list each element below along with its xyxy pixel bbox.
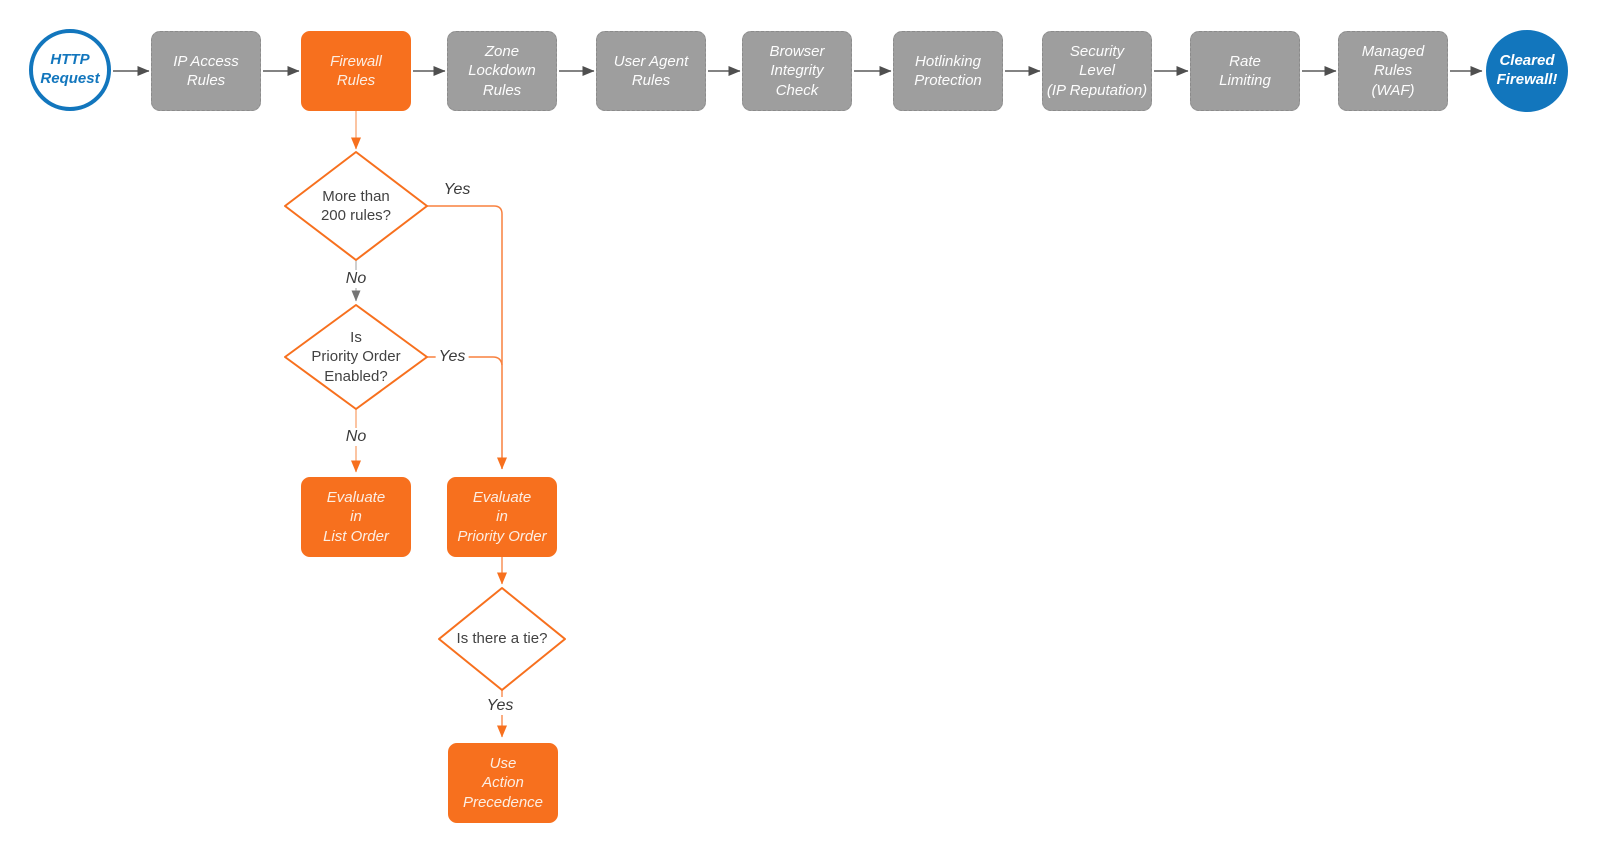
node-ip-access-rules: IP Access Rules	[151, 31, 261, 111]
node-rate-limiting: Rate Limiting	[1190, 31, 1300, 111]
node-http-request-label: HTTP Request	[40, 51, 100, 87]
node-user-agent-rules: User Agent Rules	[596, 31, 706, 111]
node-ip-access-rules-label: IP Access Rules	[173, 52, 239, 90]
connector-priority-order-yes	[427, 356, 503, 366]
node-zone-lockdown-rules-label: Zone Lockdown Rules	[468, 42, 536, 99]
node-evaluate-in-list-order-label: Evaluate in List Order	[323, 488, 389, 545]
decision-more-than-200-rules-label: More than 200 rules?	[320, 187, 392, 225]
decision-priority-order-enabled-shape	[284, 304, 428, 410]
edge-label-yes-rules-count: Yes	[440, 181, 474, 199]
edge-label-yes-tie: Yes	[483, 697, 517, 715]
decision-more-than-200-rules-shape	[284, 151, 428, 261]
node-zone-lockdown-rules: Zone Lockdown Rules	[447, 31, 557, 111]
node-hotlinking-protection: Hotlinking Protection	[893, 31, 1003, 111]
node-cleared-firewall-label: Cleared Firewall!	[1496, 52, 1558, 88]
node-managed-rules-waf-label: Managed Rules (WAF)	[1361, 42, 1425, 99]
node-evaluate-in-list-order: Evaluate in List Order	[301, 477, 411, 557]
node-security-level: Security Level (IP Reputation)	[1042, 31, 1152, 111]
node-evaluate-in-priority-order: Evaluate in Priority Order	[447, 477, 557, 557]
connector-rules-count-yes	[427, 205, 507, 470]
node-user-agent-rules-label: User Agent Rules	[613, 52, 689, 90]
edge-label-no-rules-count: No	[342, 270, 370, 288]
decision-priority-order-enabled-label: Is Priority Order Enabled?	[311, 328, 401, 385]
node-evaluate-in-priority-order-label: Evaluate in Priority Order	[457, 488, 547, 545]
node-managed-rules-waf: Managed Rules (WAF)	[1338, 31, 1448, 111]
node-firewall-rules: Firewall Rules	[301, 31, 411, 111]
node-firewall-rules-label: Firewall Rules	[330, 52, 382, 90]
node-security-level-label: Security Level (IP Reputation)	[1046, 42, 1148, 99]
node-browser-integrity-check-label: Browser Integrity Check	[769, 42, 825, 99]
node-hotlinking-protection-label: Hotlinking Protection	[914, 52, 982, 90]
edge-label-no-priority-order: No	[342, 428, 370, 446]
node-http-request: HTTP Request	[29, 29, 111, 111]
decision-is-there-a-tie-shape	[438, 587, 566, 691]
node-cleared-firewall: Cleared Firewall!	[1486, 30, 1568, 112]
node-use-action-precedence: Use Action Precedence	[448, 743, 558, 823]
node-rate-limiting-label: Rate Limiting	[1219, 52, 1271, 90]
node-browser-integrity-check: Browser Integrity Check	[742, 31, 852, 111]
edge-label-yes-priority-order: Yes	[435, 348, 469, 366]
node-use-action-precedence-label: Use Action Precedence	[462, 754, 544, 811]
decision-is-there-a-tie-label: Is there a tie?	[456, 630, 548, 648]
